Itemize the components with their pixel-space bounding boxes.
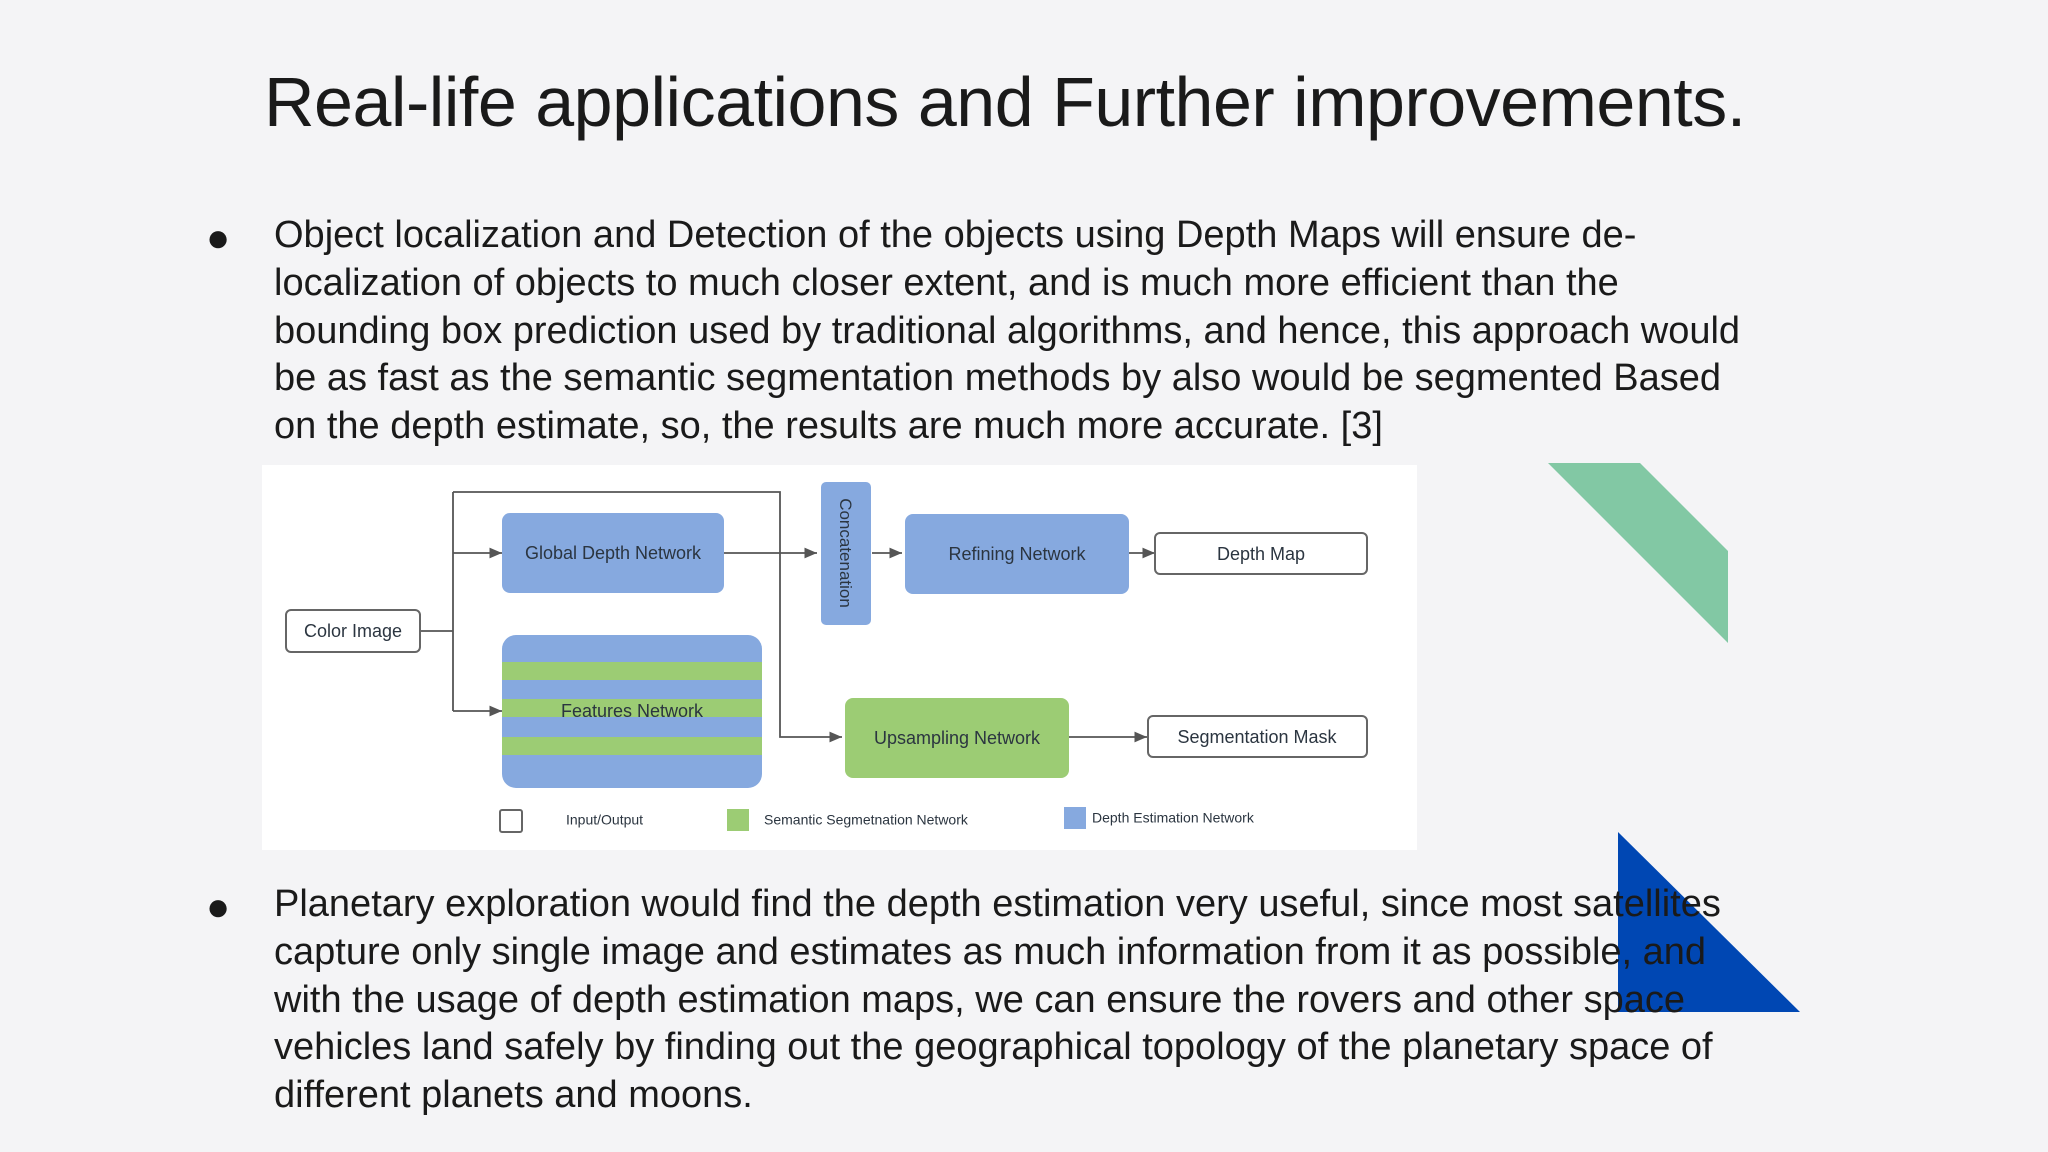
node-upsampling-network-label: Upsampling Network — [874, 728, 1041, 748]
legend-swatch-input-output — [499, 809, 523, 833]
legend-label-depth: Depth Estimation Network — [1092, 810, 1255, 826]
bullet-marker: ● — [206, 216, 231, 260]
node-refining-network: Refining Network — [905, 514, 1129, 594]
diagram-legend: Input/Output Semantic Segmetnation Netwo… — [499, 807, 1255, 833]
node-depth-map-label: Depth Map — [1217, 544, 1305, 564]
legend-label-input-output: Input/Output — [566, 812, 643, 828]
node-color-image: Color Image — [285, 609, 421, 653]
node-segmentation-mask: Segmentation Mask — [1147, 715, 1368, 758]
diagram-connectors — [420, 491, 1155, 743]
node-concatenation-label: Concatenation — [836, 498, 855, 608]
node-depth-map: Depth Map — [1154, 532, 1368, 575]
node-features-network-label: Features Network — [561, 701, 704, 721]
diagram-svg: Color Image Global Depth Network Feature… — [285, 482, 1368, 833]
green-diagonal-shape — [1548, 463, 1728, 643]
slide-title: Real-life applications and Further impro… — [264, 63, 1746, 141]
bullet-text-object-localization: Object localization and Detection of the… — [274, 214, 1741, 448]
node-upsampling-network: Upsampling Network — [845, 698, 1069, 778]
node-features-network: Features Network — [502, 635, 762, 788]
legend-swatch-depth — [1064, 807, 1086, 829]
node-color-image-label: Color Image — [304, 621, 402, 641]
node-segmentation-mask-label: Segmentation Mask — [1177, 727, 1337, 747]
architecture-diagram: Color Image Global Depth Network Feature… — [262, 465, 1417, 850]
node-global-depth-network: Global Depth Network — [502, 513, 724, 593]
node-refining-network-label: Refining Network — [948, 544, 1086, 564]
legend-swatch-semantic — [727, 809, 749, 831]
node-concatenation: Concatenation — [821, 482, 871, 625]
legend-label-semantic: Semantic Segmetnation Network — [764, 812, 969, 828]
bullet-text-planetary-exploration: Planetary exploration would find the dep… — [274, 883, 1721, 1117]
bullet-marker: ● — [206, 885, 231, 929]
node-global-depth-network-label: Global Depth Network — [525, 543, 702, 563]
